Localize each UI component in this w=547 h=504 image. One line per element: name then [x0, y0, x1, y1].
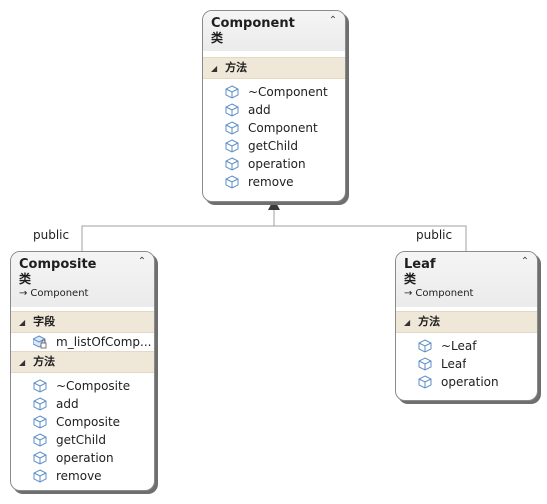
method-item[interactable]: add	[203, 101, 345, 119]
method-name: Composite	[56, 415, 121, 429]
method-icon	[33, 433, 47, 447]
method-item[interactable]: Composite	[11, 413, 154, 431]
method-icon	[33, 469, 47, 483]
relation-label-composite: public	[33, 228, 70, 242]
method-name: add	[56, 397, 79, 411]
method-item[interactable]: operation	[11, 449, 154, 467]
relation-label-leaf: public	[416, 228, 453, 242]
base-class: →Component	[19, 287, 146, 301]
class-header: Component 类 ⌃	[203, 11, 345, 51]
method-name: add	[248, 103, 271, 117]
class-kind: 类	[404, 272, 417, 286]
section-title: 方法	[33, 355, 56, 368]
method-item[interactable]: getChild	[203, 137, 345, 155]
base-class: →Component	[404, 287, 529, 301]
method-name: Component	[248, 121, 318, 135]
section-title: 方法	[418, 315, 441, 328]
method-item[interactable]: getChild	[11, 431, 154, 449]
method-icon	[418, 357, 432, 371]
method-item[interactable]: operation	[203, 155, 345, 173]
method-item[interactable]: Component	[203, 119, 345, 137]
method-item[interactable]: ~Composite	[11, 377, 154, 395]
section-title: 字段	[33, 315, 56, 328]
collapse-chevron-icon[interactable]: ⌃	[137, 256, 147, 267]
method-name: ~Composite	[56, 379, 131, 393]
method-name: remove	[56, 469, 102, 483]
expand-triangle-icon: ◢	[211, 64, 218, 73]
collapse-chevron-icon[interactable]: ⌃	[328, 15, 338, 26]
method-item[interactable]: ~Component	[203, 83, 345, 101]
method-icon	[225, 157, 239, 171]
method-item[interactable]: remove	[203, 173, 345, 191]
method-icon	[225, 175, 239, 189]
method-icon	[418, 375, 432, 389]
class-name: Composite	[19, 257, 97, 272]
method-item[interactable]: add	[11, 395, 154, 413]
method-item[interactable]: ~Leaf	[396, 337, 537, 355]
method-name: getChild	[56, 433, 106, 447]
connector-composite	[81, 207, 275, 251]
method-icon	[225, 103, 239, 117]
expand-triangle-icon: ◢	[19, 358, 26, 367]
collapse-chevron-icon[interactable]: ⌃	[520, 256, 530, 267]
class-box-composite[interactable]: Composite 类 →Component ⌃ ◢ 字段 m_listOfCom…	[10, 251, 155, 491]
method-icon	[33, 397, 47, 411]
method-icon	[33, 415, 47, 429]
section-fields[interactable]: ◢ 字段	[11, 311, 154, 333]
class-kind: 类	[19, 272, 32, 286]
inherits-arrow-icon: →	[19, 288, 28, 299]
method-icon	[418, 339, 432, 353]
method-icon	[225, 121, 239, 135]
class-header: Composite 类 →Component ⌃	[11, 252, 154, 307]
expand-triangle-icon: ◢	[404, 318, 411, 327]
method-icon	[33, 451, 47, 465]
method-name: operation	[441, 375, 499, 389]
method-item[interactable]: remove	[11, 467, 154, 485]
class-name: Leaf	[404, 257, 436, 272]
method-name: Leaf	[441, 357, 467, 371]
class-kind: 类	[211, 31, 224, 45]
class-name: Component	[211, 16, 295, 31]
method-icon	[225, 85, 239, 99]
method-name: operation	[248, 157, 306, 171]
section-methods[interactable]: ◢ 方法	[11, 351, 154, 373]
method-name: ~Component	[248, 85, 328, 99]
method-name: getChild	[248, 139, 298, 153]
section-title: 方法	[225, 61, 248, 74]
field-name: m_listOfComp...	[56, 335, 152, 349]
section-methods[interactable]: ◢ 方法	[396, 311, 537, 333]
method-name: operation	[56, 451, 114, 465]
inherits-arrow-icon: →	[404, 288, 413, 299]
class-header: Leaf 类 →Component ⌃	[396, 252, 537, 307]
base-class-name: Component	[30, 288, 89, 299]
method-icon	[225, 139, 239, 153]
method-name: remove	[248, 175, 294, 189]
section-methods[interactable]: ◢ 方法	[203, 57, 345, 79]
method-name: ~Leaf	[441, 339, 477, 353]
expand-triangle-icon: ◢	[19, 318, 26, 327]
private-field-icon	[32, 335, 47, 349]
method-item[interactable]: Leaf	[396, 355, 537, 373]
inheritance-arrowhead	[268, 199, 280, 210]
method-icon	[33, 379, 47, 393]
base-class-name: Component	[415, 288, 474, 299]
field-item[interactable]: m_listOfComp...	[11, 333, 154, 351]
connector-leaf	[274, 225, 467, 251]
method-item[interactable]: operation	[396, 373, 537, 391]
